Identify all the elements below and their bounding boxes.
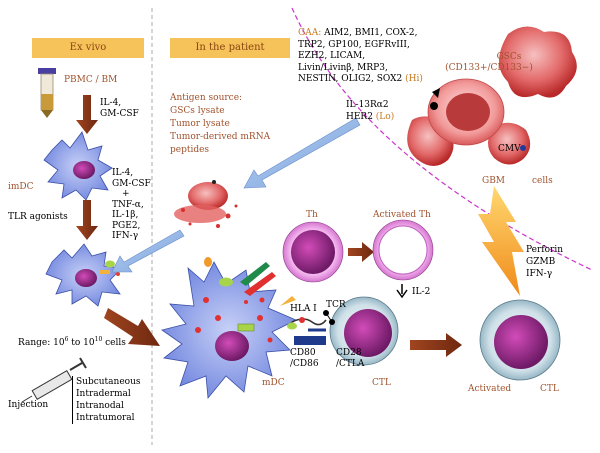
blood-tube-icon bbox=[38, 68, 56, 118]
lo-antigen-list: IL-13Rα2 HER2 (Lo) bbox=[346, 100, 395, 122]
gbm-tumor-cells-icon bbox=[407, 26, 577, 166]
ctl-cell-icon bbox=[329, 296, 399, 366]
tumor-divider-curve bbox=[291, 7, 593, 271]
th-label: Th bbox=[306, 210, 318, 220]
imdc-cell-icon bbox=[43, 131, 113, 201]
cd28-label: CD28 /CTLA bbox=[336, 348, 365, 369]
stimulus-2: IL-4, GM-CSF + TNF-α, IL-1β, PGE2, IFN-γ bbox=[112, 168, 151, 241]
arrow-tumor-to-lysate bbox=[243, 117, 361, 189]
ctl-label: CTL bbox=[372, 378, 391, 388]
activated-ctl-cell-icon bbox=[479, 299, 561, 381]
arrow-imdc-to-dc bbox=[76, 200, 98, 240]
arrow-th-to-activated bbox=[348, 242, 374, 262]
arrow-ctl-to-activated bbox=[410, 333, 462, 357]
imdc-label: imDC bbox=[8, 182, 34, 192]
arrow-dc-to-mdc bbox=[104, 308, 160, 346]
injection-label: Injection bbox=[8, 400, 49, 410]
mdc-label: mDC bbox=[262, 378, 285, 388]
tlr-agonists-label: TLR agonists bbox=[8, 212, 68, 222]
syringe-icon bbox=[21, 357, 87, 403]
hla-label: HLA I bbox=[290, 304, 317, 314]
stimulus-1: IL-4, GM-CSF bbox=[100, 98, 139, 119]
in-the-patient-banner: In the patient bbox=[170, 38, 290, 58]
arrow-tube-to-imdc bbox=[76, 95, 98, 134]
gbm-cells-label: cells bbox=[532, 176, 553, 186]
lysate-cluster-icon bbox=[174, 180, 238, 228]
lightning-effector-icon bbox=[478, 186, 524, 296]
gbm-label: GBM bbox=[482, 176, 506, 186]
antigen-source-list: Antigen source: GSCs lysate Tumor lysate… bbox=[170, 93, 271, 155]
hla-tcr-interface-icon bbox=[287, 310, 335, 345]
effector-molecules: Perforin GZMB IFN-γ bbox=[526, 245, 564, 279]
cell-range-label: Range: 106 to 1010 cells bbox=[18, 336, 126, 348]
cmv-label: CMV bbox=[498, 144, 521, 154]
th-cell-icon bbox=[282, 221, 344, 283]
tcr-label: TCR bbox=[326, 300, 346, 310]
arrow-il2 bbox=[396, 284, 408, 299]
dc-cell-icon bbox=[45, 243, 123, 307]
arrow-lysate-to-dc bbox=[111, 229, 185, 273]
injection-routes: Subcutaneous Intradermal Intranodal Intr… bbox=[72, 376, 141, 424]
il2-label: IL-2 bbox=[412, 287, 431, 297]
activated-ctl-label-2: CTL bbox=[540, 384, 559, 394]
activated-ctl-label: Activated bbox=[468, 384, 512, 394]
pbmc-label: PBMC / BM bbox=[64, 75, 118, 85]
cd80-label: CD80 /CD86 bbox=[290, 348, 319, 369]
activated-th-cell-icon bbox=[372, 219, 434, 281]
gscs-label: GSCs (CD133+/CD133−) bbox=[445, 52, 533, 73]
ex-vivo-banner: Ex vivo bbox=[32, 38, 144, 58]
costimulatory-molecules-icon bbox=[204, 257, 296, 306]
activated-th-label: Activated Th bbox=[373, 210, 431, 220]
gaa-list: GAA: AIM2, BMI1, COX-2, TRP2, GP100, EGF… bbox=[298, 28, 423, 84]
